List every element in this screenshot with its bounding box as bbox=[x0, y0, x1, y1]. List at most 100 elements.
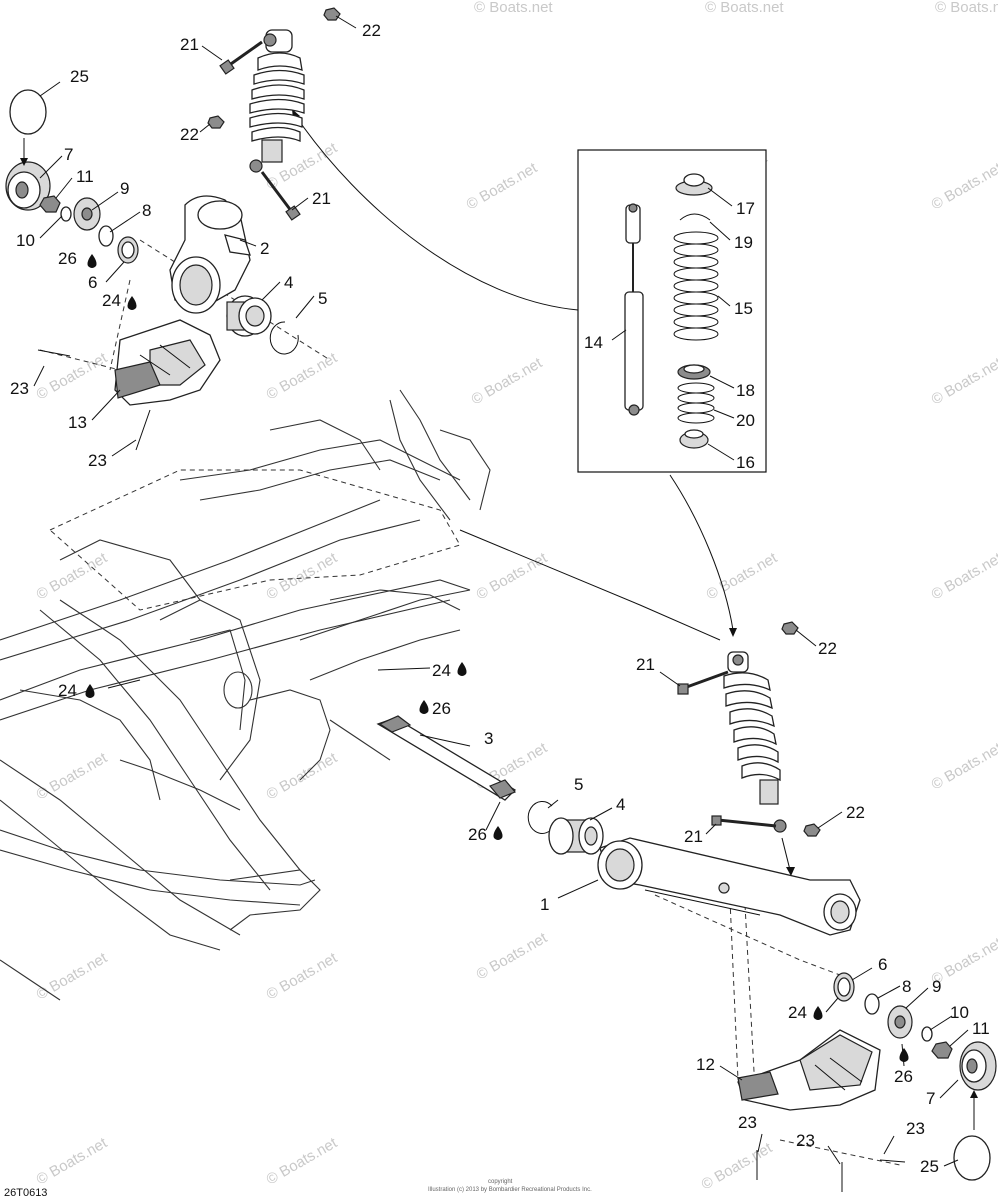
callout-5: 5 bbox=[574, 775, 583, 794]
spacer-8-upper bbox=[98, 225, 114, 247]
callout-8: 8 bbox=[902, 977, 911, 996]
swing-arm-part-2 bbox=[169, 195, 251, 314]
watermark: © Boats.net bbox=[264, 749, 341, 803]
callout-21: 21 bbox=[684, 827, 703, 846]
flange-9-lower bbox=[887, 1005, 913, 1039]
damper-14 bbox=[624, 203, 644, 416]
bolt-21-right-upper bbox=[677, 670, 729, 695]
arrowhead bbox=[970, 1090, 978, 1098]
o-ring-25-upper bbox=[9, 89, 47, 135]
callout-20: 20 bbox=[736, 411, 755, 430]
callout-22: 22 bbox=[818, 639, 837, 658]
washer-10-lower bbox=[921, 1026, 933, 1042]
callout-17: 17 bbox=[736, 199, 755, 218]
watermark: © Boats.net bbox=[469, 354, 546, 408]
callout-4: 4 bbox=[284, 273, 293, 292]
connector-arrow bbox=[459, 529, 721, 641]
spring-seat-16 bbox=[679, 429, 709, 449]
callout-16: 16 bbox=[736, 453, 755, 472]
spring-20 bbox=[677, 382, 715, 424]
spring-cap-17 bbox=[675, 173, 713, 196]
watermark: © Boats.net bbox=[929, 549, 998, 603]
watermark: © Boats.net bbox=[935, 0, 998, 16]
watermark: © Boats.net bbox=[474, 549, 551, 603]
arrowhead bbox=[729, 628, 737, 637]
callout-23: 23 bbox=[906, 1119, 925, 1138]
leader-dashed bbox=[744, 904, 756, 1091]
bolt-21-right-lower bbox=[711, 815, 777, 828]
callout-9: 9 bbox=[120, 179, 129, 198]
vehicle-frame bbox=[0, 389, 491, 1001]
callout-24: 24 bbox=[788, 1003, 807, 1022]
oil-drop-icon bbox=[419, 700, 429, 714]
screw-23-lower bbox=[135, 409, 151, 451]
retainer-19 bbox=[679, 213, 711, 221]
callout-7: 7 bbox=[64, 145, 73, 164]
oil-drop-icon bbox=[493, 826, 503, 840]
watermark: © Boats.net bbox=[474, 929, 551, 983]
callout-25: 25 bbox=[920, 1157, 939, 1176]
spacer-8-lower bbox=[864, 993, 880, 1015]
callout-10: 10 bbox=[16, 231, 35, 250]
callout-22: 22 bbox=[180, 125, 199, 144]
screw-23 bbox=[879, 1159, 906, 1163]
watermark: © Boats.net bbox=[929, 354, 998, 408]
nut-22 bbox=[207, 115, 225, 129]
callout-7: 7 bbox=[926, 1089, 935, 1108]
hub-cap-7-upper bbox=[5, 161, 51, 211]
leader-lines bbox=[33, 15, 969, 1167]
callout-26: 26 bbox=[468, 825, 487, 844]
callout-21: 21 bbox=[636, 655, 655, 674]
callout-23: 23 bbox=[796, 1131, 815, 1150]
watermark: © Boats.net bbox=[929, 739, 998, 793]
callout-24: 24 bbox=[102, 291, 121, 310]
callout-21: 21 bbox=[312, 189, 331, 208]
washer-10-upper bbox=[60, 206, 72, 222]
watermark: © Boats.net bbox=[264, 949, 341, 1003]
leader-dashed bbox=[109, 279, 131, 371]
callout-22: 22 bbox=[362, 21, 381, 40]
callout-1: 1 bbox=[540, 895, 549, 914]
watermark: © Boats.net bbox=[34, 1134, 111, 1188]
bolt-21-lower bbox=[260, 171, 301, 221]
callout-25: 25 bbox=[70, 67, 89, 86]
callout-19: 19 bbox=[734, 233, 753, 252]
connector-arrow bbox=[294, 114, 579, 311]
copyright-line-1: copyright bbox=[488, 1179, 513, 1185]
oil-drop-icon bbox=[899, 1048, 909, 1062]
bearing-4-upper bbox=[226, 295, 272, 337]
callout-labels: 25 7 11 9 8 10 26 6 24 21 22 22 21 2 4 5… bbox=[10, 21, 990, 1176]
callout-4: 4 bbox=[616, 795, 625, 814]
callout-8: 8 bbox=[142, 201, 151, 220]
watermark: © Boats.net bbox=[34, 949, 111, 1003]
oil-drop-icon bbox=[127, 296, 137, 310]
shock-absorber-lower bbox=[723, 651, 787, 833]
shock-absorber-upper bbox=[249, 29, 305, 173]
arrowhead bbox=[786, 867, 795, 876]
callout-23: 23 bbox=[738, 1113, 757, 1132]
watermark: © Boats.net bbox=[34, 349, 111, 403]
circlip-5-upper bbox=[269, 321, 299, 355]
callout-6: 6 bbox=[878, 955, 887, 974]
shaft-3 bbox=[376, 715, 517, 801]
callout-6: 6 bbox=[88, 273, 97, 292]
arrow-shock-to-arm bbox=[781, 837, 791, 871]
callout-10: 10 bbox=[950, 1003, 969, 1022]
callout-3: 3 bbox=[484, 729, 493, 748]
nut-22 bbox=[323, 7, 341, 21]
watermark: © Boats.net bbox=[705, 0, 784, 16]
callout-24: 24 bbox=[432, 661, 451, 680]
watermark-layer: © Boats.net © Boats.net © Boats.net © Bo… bbox=[34, 0, 998, 1193]
arrowhead bbox=[20, 158, 28, 166]
watermark: © Boats.net bbox=[34, 749, 111, 803]
collar-18 bbox=[677, 364, 711, 380]
callout-15: 15 bbox=[734, 299, 753, 318]
callout-18: 18 bbox=[736, 381, 755, 400]
callout-23: 23 bbox=[88, 451, 107, 470]
callout-9: 9 bbox=[932, 977, 941, 996]
leader-dashed bbox=[49, 469, 461, 611]
nut-11-upper bbox=[39, 195, 61, 213]
nut-22 bbox=[803, 823, 821, 837]
callout-22: 22 bbox=[846, 803, 865, 822]
